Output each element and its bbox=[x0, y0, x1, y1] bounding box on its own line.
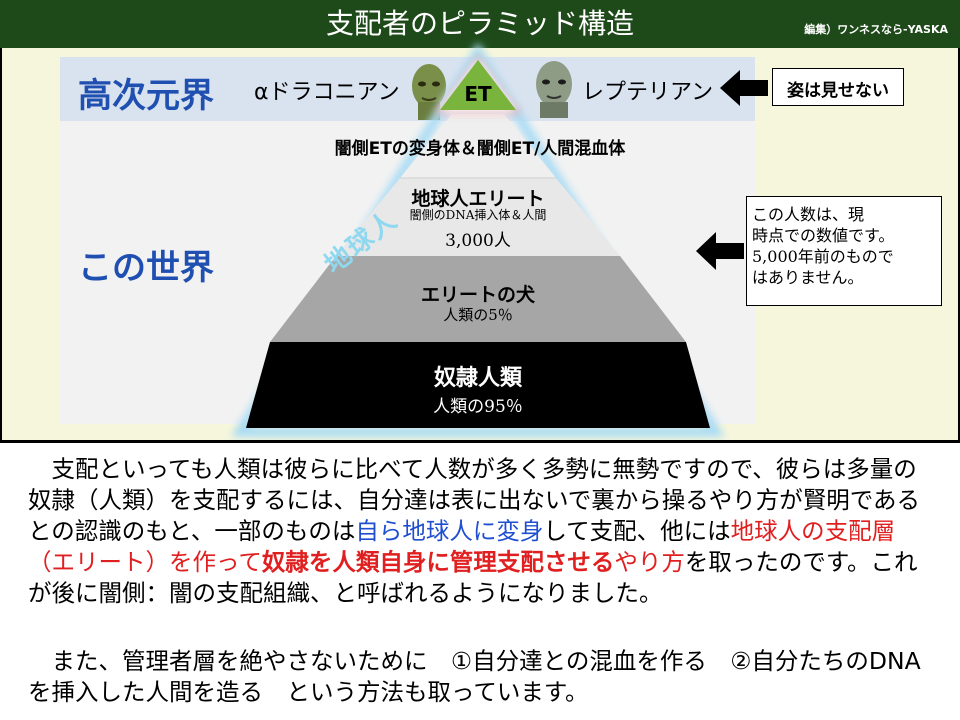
tier4-sub: 人類の95％ bbox=[433, 397, 523, 417]
title-bar: 支配者のピラミッド構造 編集）ワンネスなら-YASKA bbox=[0, 0, 960, 48]
tier3-title: エリートの犬 bbox=[420, 284, 535, 306]
note-callout-text: この人数は、現 時点での数値です。 5,000年前のもので はありません。 bbox=[752, 205, 895, 287]
pyramid-diagram bbox=[230, 42, 726, 437]
arrow-left-icon bbox=[720, 70, 768, 106]
higher-realm-label: 高次元界 bbox=[78, 76, 214, 116]
body-paragraph-1: 支配といっても人類は彼らに比べて人数が多く多勢に無勢ですので、彼らは多量の奴隷（… bbox=[28, 455, 921, 607]
tier3-sub: 人類の5％ bbox=[443, 306, 513, 324]
tier2-title: 地球人エリート bbox=[411, 188, 545, 210]
note-callout bbox=[746, 196, 942, 306]
tier2-sub: 闇側のDNA挿入体＆人間 bbox=[409, 208, 547, 222]
tier4-title: 奴隷人類 bbox=[433, 366, 522, 391]
draconian-label: αドラコニアン bbox=[254, 80, 400, 105]
body-paragraph-2: また、管理者層を絶やさないために ①自分達との混血を作る ②自分たちのDNAを挿… bbox=[28, 647, 921, 706]
pyramid-tier-2 bbox=[336, 178, 620, 256]
tier2-count: 3,000人 bbox=[445, 231, 511, 251]
pyramid-tier-1 bbox=[400, 114, 556, 178]
hidden-callout-text: 姿は見せない bbox=[787, 81, 889, 101]
this-world-label: この世界 bbox=[78, 248, 214, 288]
section-divider bbox=[0, 440, 960, 443]
apex-et-triangle bbox=[440, 60, 516, 110]
pyramid-tier-4 bbox=[246, 342, 710, 428]
reptilian-face-icon bbox=[536, 61, 572, 118]
apex-label: ET bbox=[464, 82, 492, 106]
higher-realm-band bbox=[60, 57, 755, 121]
tier1-label: 闇側ETの変身体＆闇側ET/人間混血体 bbox=[334, 139, 626, 159]
arrow-left-icon bbox=[696, 232, 744, 270]
hidden-callout bbox=[772, 68, 904, 106]
pyramid-tier-3 bbox=[270, 256, 686, 342]
reptilian-label: レプテリアン bbox=[582, 80, 714, 105]
credit-text: 編集）ワンネスなら-YASKA bbox=[804, 23, 948, 36]
page-title: 支配者のピラミッド構造 bbox=[325, 7, 634, 40]
